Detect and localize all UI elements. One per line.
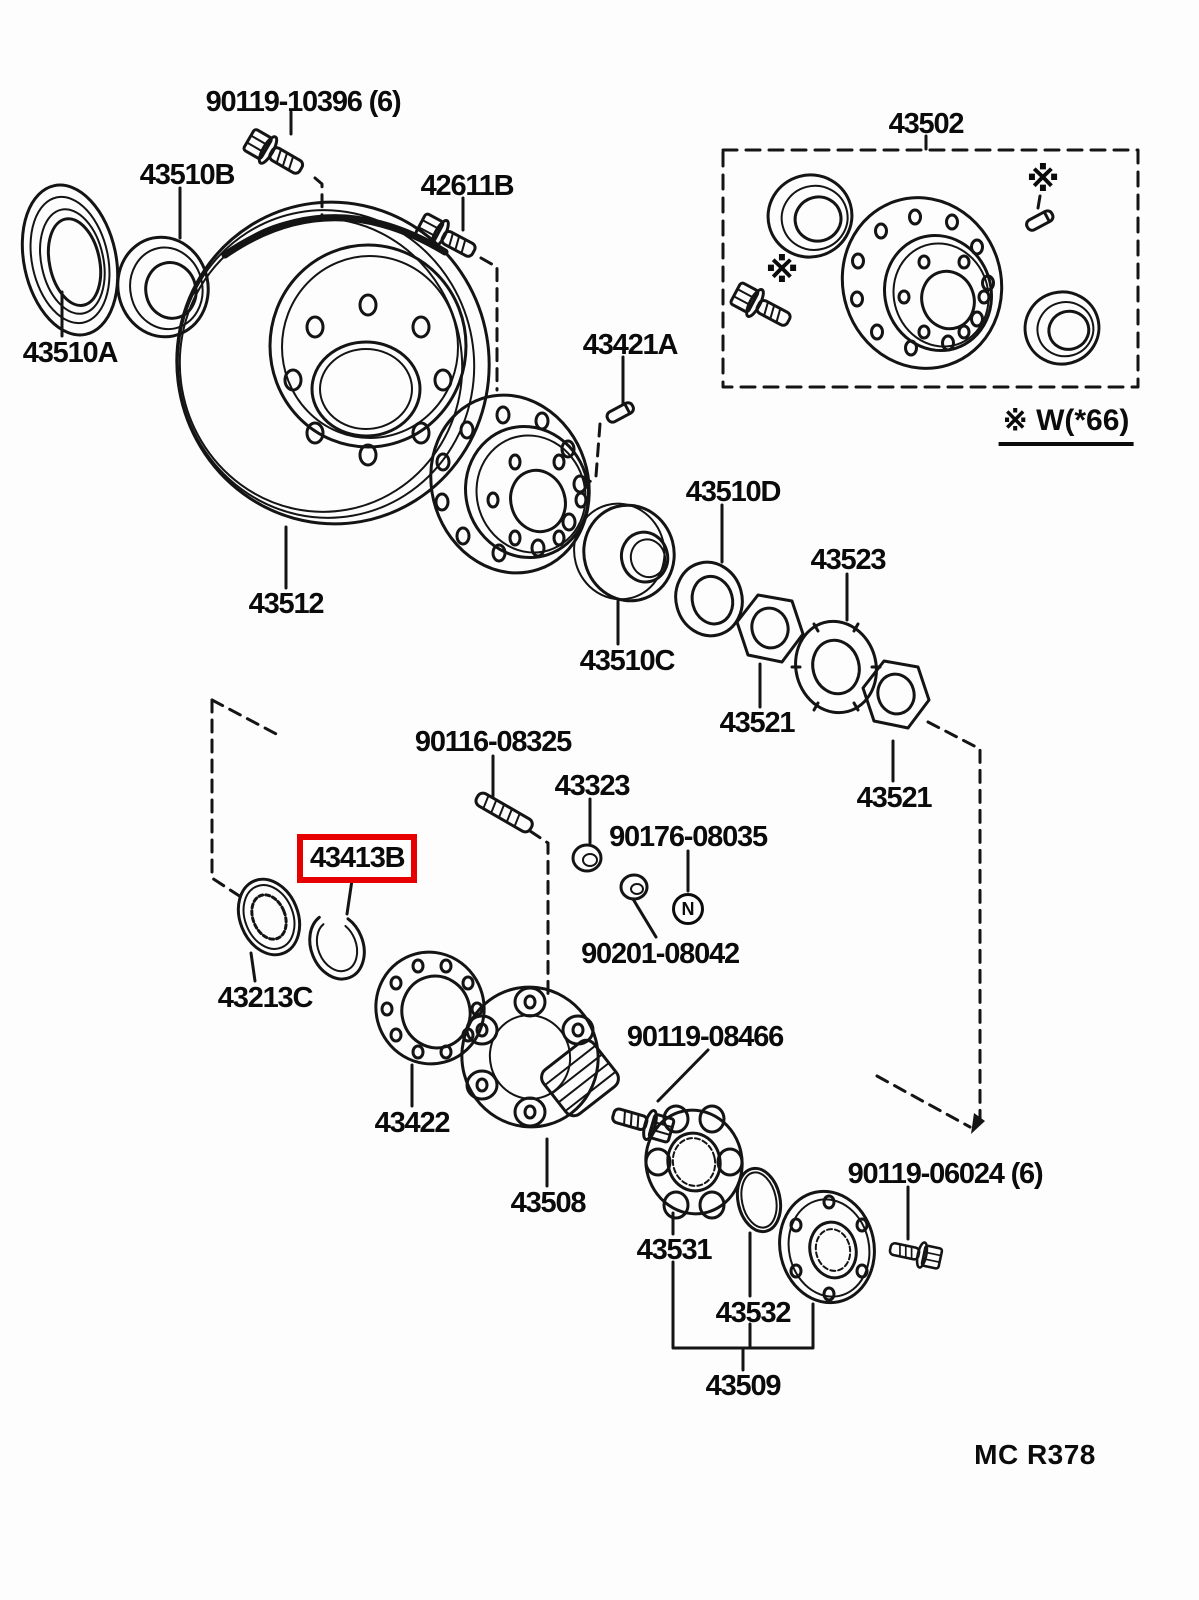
flange-43531-drawing [644,1104,744,1220]
part-label-90119-06024[interactable]: 90119-06024 (6) [847,1158,1044,1190]
hub-flange-drawing [429,393,591,575]
part-label-43508[interactable]: 43508 [510,1187,587,1219]
part-label-90116-08325[interactable]: 90116-08325 [414,726,572,758]
washer-90201-08042-drawing [619,873,649,901]
part-label-90119-08466[interactable]: 90119-08466 [626,1021,784,1053]
assembly-dashed-lines [210,176,982,1129]
part-label-42611B[interactable]: 42611B [420,170,515,202]
w66-footnote: ※ W(*66) [998,406,1134,446]
part-label-43531[interactable]: 43531 [636,1234,713,1266]
part-label-90119-10396[interactable]: 90119-10396 (6) [205,86,402,118]
part-label-43213C[interactable]: 43213C [217,982,314,1014]
part-label-43510D[interactable]: 43510D [685,476,782,508]
nut-substitution-symbol: N [672,893,704,925]
part-label-43509[interactable]: 43509 [705,1370,782,1402]
washer-43510D-drawing [674,560,744,638]
part-label-43422[interactable]: 43422 [374,1107,451,1139]
figure-code: MC R378 [974,1439,1096,1470]
kit-box-43502 [721,148,1140,389]
part-label-90176-08035[interactable]: 90176-08035 [609,821,768,853]
oring-43532-drawing [735,1166,783,1234]
bolt-90119-10396-drawing [239,124,310,184]
part-label-43323[interactable]: 43323 [554,770,631,802]
nut-43323-drawing [571,843,603,873]
bolt-42611B-drawing [412,208,483,267]
snap-ring-43413B-drawing [308,911,366,981]
part-label-43523[interactable]: 43523 [810,544,887,576]
cover-43509-drawing [778,1189,876,1305]
part-label-43510A[interactable]: 43510A [22,337,119,369]
part-label-43521-rear[interactable]: 43521 [856,782,933,814]
part-label-43532[interactable]: 43532 [715,1297,792,1329]
kome-reference-mark: ※ [765,251,799,291]
bolt-90119-06024-drawing [886,1234,945,1273]
nut-43521-front-drawing [735,593,805,664]
seal-43510A-drawing [20,183,120,337]
part-label-43502[interactable]: 43502 [888,108,965,140]
pin-drawing [1025,209,1055,232]
highlighted-part-box[interactable]: 43413B [297,834,418,883]
dashed-arrowhead [971,1113,985,1134]
part-label-43512[interactable]: 43512 [248,588,325,620]
nut-43521-rear-drawing [861,659,931,730]
brake-rotor-drawing [175,200,491,526]
gasket-43422-drawing [374,950,486,1066]
kome-reference-mark: ※ [1026,160,1060,200]
bearing-43510C-drawing [573,502,676,603]
claw-washer-43213C-drawing [236,877,302,957]
part-label-43510B[interactable]: 43510B [139,159,236,191]
stud-90116-08325-drawing [474,791,534,834]
part-label-43521-front[interactable]: 43521 [719,707,796,739]
part-label-43421A[interactable]: 43421A [582,329,679,361]
part-label-43413B[interactable]: 43413B [310,842,406,874]
leader-lines [60,110,928,1372]
lock-washer-43523-drawing [790,619,882,715]
hub-body-43508-drawing [460,985,620,1129]
pin-43421A-drawing [605,401,635,424]
part-label-90201-08042[interactable]: 90201-08042 [581,938,740,970]
part-label-43510C[interactable]: 43510C [579,645,676,677]
seal-43510B-drawing [116,235,210,339]
